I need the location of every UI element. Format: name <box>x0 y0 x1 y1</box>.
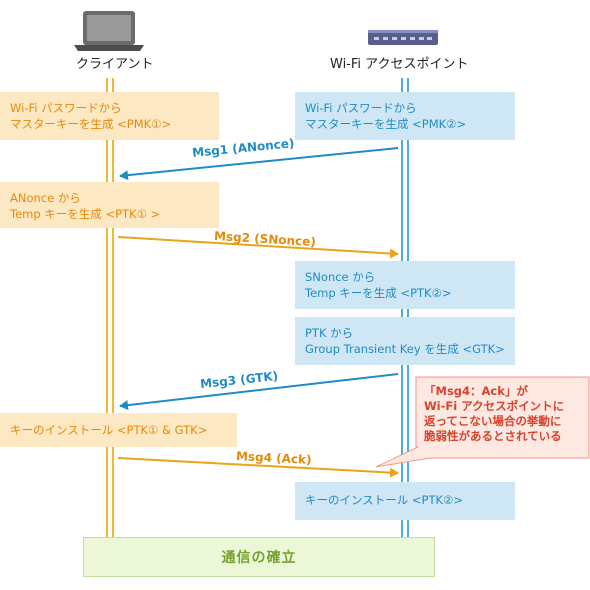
ap-gtk-box: PTK から Group Transient Key を生成 <GTK> <box>295 317 515 365</box>
router-icon <box>368 30 438 45</box>
callout-bubble <box>375 376 590 468</box>
ap-gtk-line2: Group Transient Key を生成 <GTK> <box>305 342 505 356</box>
ap-install-box: キーのインストール <PTK②> <box>295 482 515 520</box>
msg1-arrow <box>119 147 399 181</box>
callout-line4: 脆弱性があるとされている <box>424 429 562 443</box>
connection-established-label: 通信の確立 <box>221 550 297 566</box>
msg4-arrow <box>117 457 399 478</box>
ap-pmk-line2: マスターキーを生成 <PMK②> <box>305 117 467 131</box>
ap-install-line1: キーのインストール <PTK②> <box>305 493 464 507</box>
ap-ptk-line1: SNonce から <box>305 270 376 284</box>
ap-gtk-line1: PTK から <box>305 326 354 340</box>
ap-pmk-box: Wi-Fi パスワードから マスターキーを生成 <PMK②> <box>295 92 515 140</box>
callout-line2: Wi-Fi アクセスポイントに <box>424 399 565 413</box>
client-pmk-box: Wi-Fi パスワードから マスターキーを生成 <PMK①> <box>0 92 219 140</box>
client-install-line1: キーのインストール <PTK① & GTK> <box>10 423 208 437</box>
connection-established-bar: 通信の確立 <box>83 537 435 577</box>
client-ptk-line2: Temp キーを生成 <PTK① > <box>10 207 161 221</box>
ap-label: Wi-Fi アクセスポイント <box>330 57 469 72</box>
client-pmk-line1: Wi-Fi パスワードから <box>10 101 122 115</box>
msg2-arrow <box>117 236 399 259</box>
ap-ptk-box: SNonce から Temp キーを生成 <PTK②> <box>295 261 515 309</box>
client-ptk-line1: ANonce から <box>10 191 81 205</box>
client-pmk-line2: マスターキーを生成 <PMK①> <box>10 117 172 131</box>
callout-line3: 返ってこない場合の挙動に <box>424 414 562 428</box>
ap-pmk-line1: Wi-Fi パスワードから <box>305 101 417 115</box>
msg3-arrow <box>119 373 399 411</box>
client-ptk-box: ANonce から Temp キーを生成 <PTK① > <box>0 182 219 228</box>
callout-line1: 「Msg4：Ack」が <box>424 384 528 398</box>
ap-ptk-line2: Temp キーを生成 <PTK②> <box>305 286 452 300</box>
callout-text: 「Msg4：Ack」が Wi-Fi アクセスポイントに 返ってこない場合の挙動に… <box>416 378 588 458</box>
laptop-icon <box>74 11 144 51</box>
client-lifeline <box>106 78 114 537</box>
client-install-box: キーのインストール <PTK① & GTK> <box>0 413 237 447</box>
client-label: クライアント <box>76 57 154 72</box>
